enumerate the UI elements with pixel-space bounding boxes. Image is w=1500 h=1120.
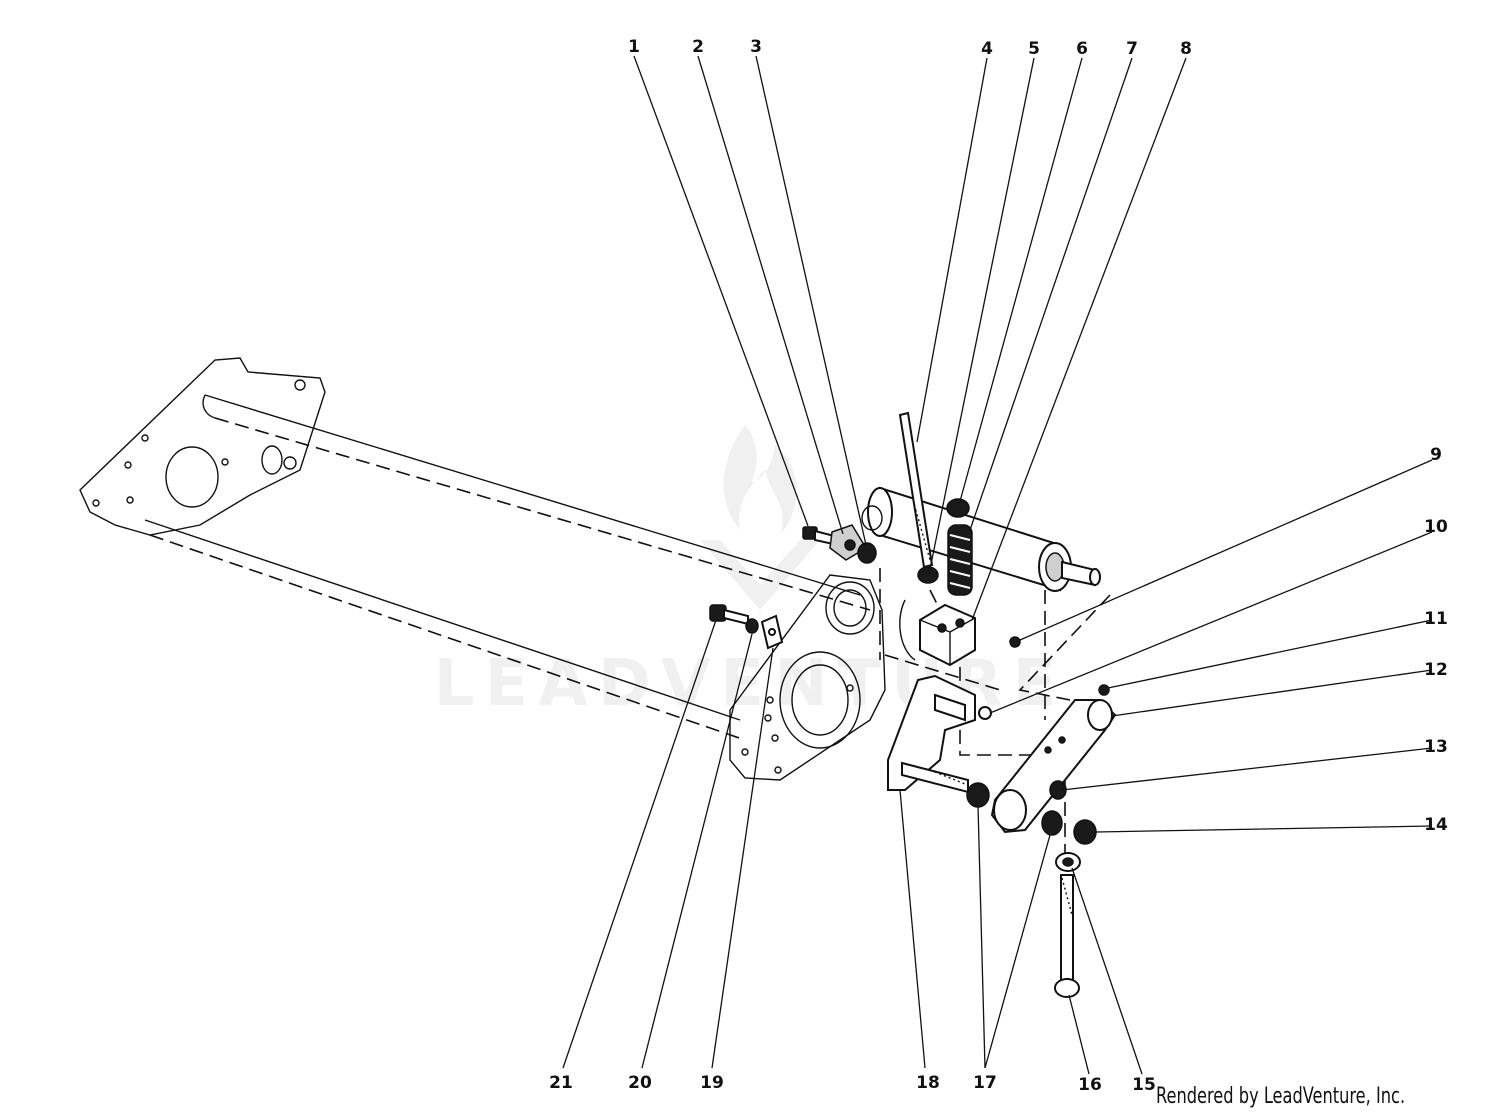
callout-7: 7 <box>1126 39 1138 59</box>
callout-12: 12 <box>1424 660 1448 680</box>
clevis-block <box>899 599 976 667</box>
callout-11: 11 <box>1424 609 1448 629</box>
callout-20: 20 <box>628 1073 652 1093</box>
callout-15: 15 <box>1132 1075 1156 1095</box>
fastener-11 <box>1098 684 1110 696</box>
frame-housing <box>79 357 886 781</box>
bolt-plate-bushing <box>802 524 877 564</box>
callout-13: 13 <box>1424 737 1448 757</box>
watermark-logo-icon <box>723 425 797 535</box>
bolt-washer-clip <box>709 604 784 650</box>
link-arm <box>990 699 1117 834</box>
leader-lines <box>562 55 1433 1075</box>
nut-and-spring <box>946 498 973 596</box>
callout-17: 17 <box>973 1073 997 1093</box>
spacer-lower <box>1041 810 1063 836</box>
pivot-shaft <box>861 486 1101 592</box>
threaded-rod <box>898 411 939 584</box>
bracket <box>887 674 976 794</box>
callout-16: 16 <box>1078 1075 1102 1095</box>
fastener-9 <box>1009 636 1021 648</box>
callout-9: 9 <box>1430 445 1442 465</box>
callout-14: 14 <box>1424 815 1448 835</box>
callout-18: 18 <box>916 1073 940 1093</box>
callout-4: 4 <box>981 39 993 59</box>
callout-21: 21 <box>549 1073 573 1093</box>
callout-5: 5 <box>1028 39 1040 59</box>
callout-3: 3 <box>750 37 762 57</box>
callout-8: 8 <box>1180 39 1192 59</box>
rendered-by-credit: Rendered by LeadVenture, Inc. <box>1156 1084 1406 1109</box>
long-bolt <box>1054 852 1081 998</box>
spacer-upper <box>966 782 990 808</box>
callout-19: 19 <box>700 1073 724 1093</box>
nut-14 <box>1073 819 1097 845</box>
callout-labels: 1 2 3 4 5 6 7 8 9 10 11 12 13 14 15 16 1… <box>549 37 1448 1095</box>
callout-2: 2 <box>692 37 704 57</box>
callout-1: 1 <box>628 37 640 57</box>
watermark-chevron-icon <box>700 540 820 610</box>
callout-6: 6 <box>1076 39 1088 59</box>
fastener-10 <box>978 706 992 720</box>
callout-10: 10 <box>1424 517 1448 537</box>
